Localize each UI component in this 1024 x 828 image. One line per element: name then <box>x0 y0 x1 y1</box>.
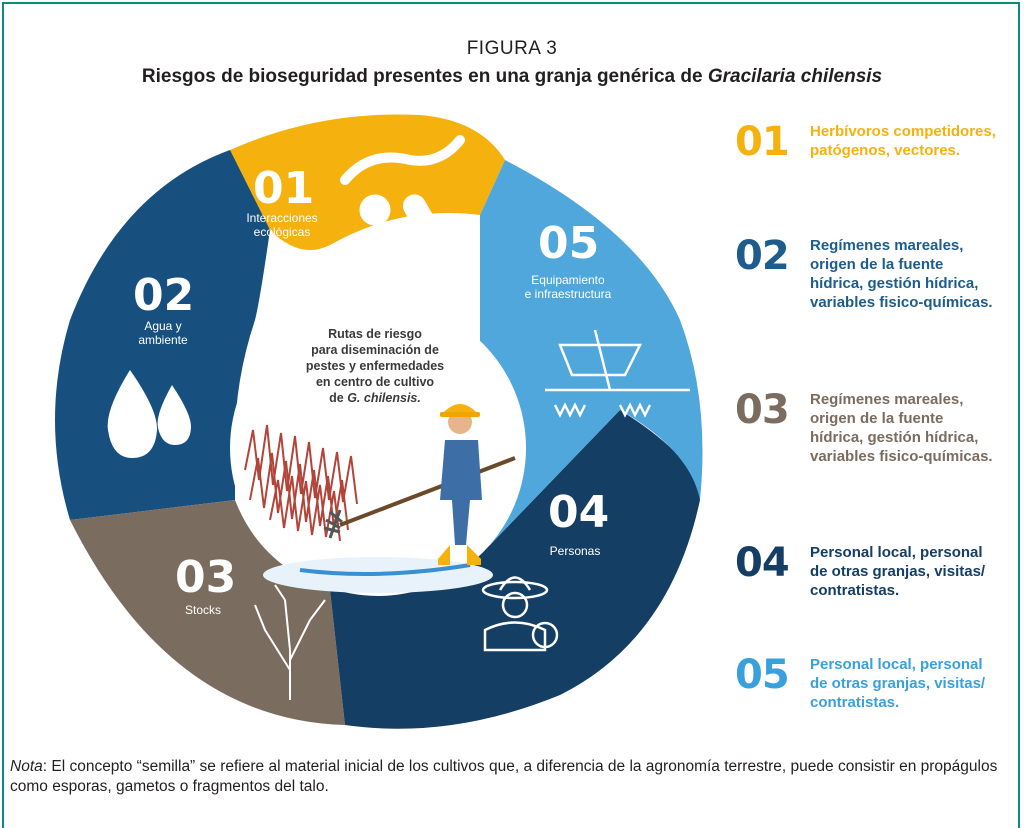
segment-04-number: 04 <box>548 487 609 538</box>
segment-01-label-line1: Interacciones <box>246 211 317 225</box>
figure-title-plain: Riesgos de bioseguridad presentes en una… <box>141 66 708 87</box>
segment-02-number: 02 <box>133 270 194 321</box>
figure-title: Riesgos de bioseguridad presentes en una… <box>0 66 1024 88</box>
center-line-5-plain: de <box>329 391 347 405</box>
legend-number: 01 <box>735 119 790 165</box>
center-line-1: Rutas de riesgo <box>328 327 422 341</box>
boat-icon <box>545 329 690 418</box>
segment-03-label-line1: Stocks <box>185 603 221 617</box>
segment-05-number: 05 <box>538 218 599 269</box>
figure-title-italic: Gracilaria chilensis <box>707 66 883 87</box>
legend-number: 04 <box>735 540 790 586</box>
water-drops-icon <box>107 370 192 458</box>
microorganism-icon <box>340 135 465 230</box>
legend-number: 02 <box>735 233 790 279</box>
center-line-5: de G. chilensis. <box>329 391 421 405</box>
legend-text: Personal local, personal de otras granja… <box>810 544 986 599</box>
segment-05-label-line1: Equipamiento <box>531 273 605 287</box>
segment-02-label-line2: ambiente <box>138 333 188 347</box>
note-text: : El concepto “semilla” se refiere al ma… <box>10 758 998 795</box>
worker-with-rake-illustration <box>323 404 516 565</box>
center-line-3: pestes y enfermedades <box>306 359 444 373</box>
legend-number: 03 <box>735 387 790 433</box>
segment-01-number: 01 <box>253 163 314 214</box>
segment-04-label-line1: Personas <box>550 544 601 558</box>
legend-number: 05 <box>735 652 790 698</box>
legend-text: Personal local, personal de otras granja… <box>810 656 986 711</box>
legend-text: Regímenes mareales, origen de la fuente … <box>810 237 993 311</box>
segment-01-label-line2: ecológicas <box>254 225 311 239</box>
farmer-icon <box>481 576 559 652</box>
center-circle <box>230 300 526 596</box>
center-line-5-italic: G. chilensis. <box>347 391 421 405</box>
figure-note: Nota: El concepto “semilla” se refiere a… <box>10 757 1020 797</box>
center-line-4: en centro de cultivo <box>316 375 434 389</box>
legend-text: Herbívoros competidores, patógenos, vect… <box>810 123 996 159</box>
segment-05-label-line2: e infraestructura <box>525 287 612 301</box>
segment-02-label-line1: Agua y <box>144 319 181 333</box>
legend-text: Regímenes mareales, origen de la fuente … <box>810 391 993 465</box>
note-lead: Nota <box>10 758 43 775</box>
figure-label: FIGURA 3 <box>466 38 558 59</box>
segment-04 <box>330 410 700 729</box>
seaweed-icon <box>254 584 326 700</box>
segment-05 <box>480 160 703 545</box>
center-line-2: para diseminación de <box>311 343 439 357</box>
segment-03 <box>70 500 345 725</box>
water-line <box>299 563 471 576</box>
segment-03-number: 03 <box>175 552 236 603</box>
segment-01 <box>230 114 505 250</box>
